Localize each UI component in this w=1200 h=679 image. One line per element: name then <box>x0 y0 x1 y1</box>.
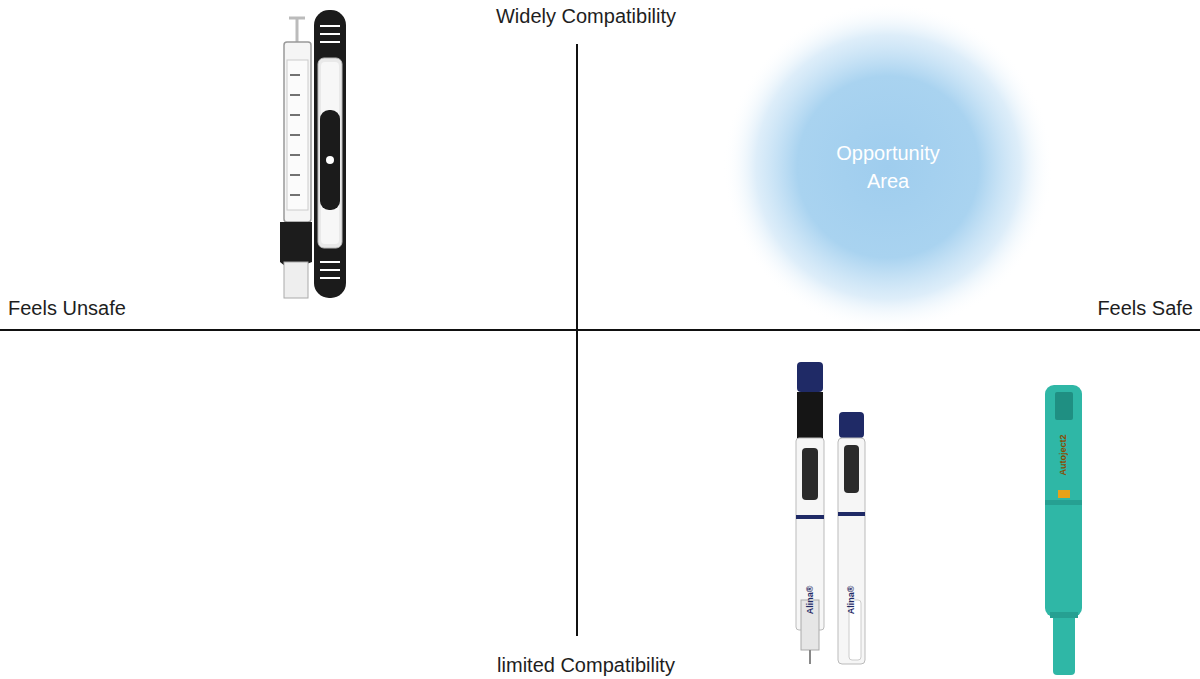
axis-label-left: Feels Unsafe <box>8 296 126 320</box>
axis-label-right: Feels Safe <box>1097 296 1193 320</box>
alina-pen-capped <box>838 412 865 664</box>
opportunity-circle: Opportunity Area <box>723 2 1053 332</box>
device-label: Alina® <box>805 586 815 615</box>
autoject-device <box>1045 385 1082 675</box>
opportunity-text: Opportunity Area <box>828 139 948 195</box>
axis-label-bottom: limited Compatibility <box>497 653 675 677</box>
alina-pen-uncapped <box>796 362 824 664</box>
device-label: Alina® <box>846 586 856 615</box>
vertical-axis <box>576 44 578 636</box>
autoinjector-device <box>314 10 346 298</box>
horizontal-axis <box>0 329 1200 331</box>
device-label: Autoject2 <box>1058 434 1068 475</box>
axis-label-top: Widely Compatibility <box>496 4 676 28</box>
blurred-circle <box>723 2 1053 332</box>
syringe-device <box>280 18 312 298</box>
